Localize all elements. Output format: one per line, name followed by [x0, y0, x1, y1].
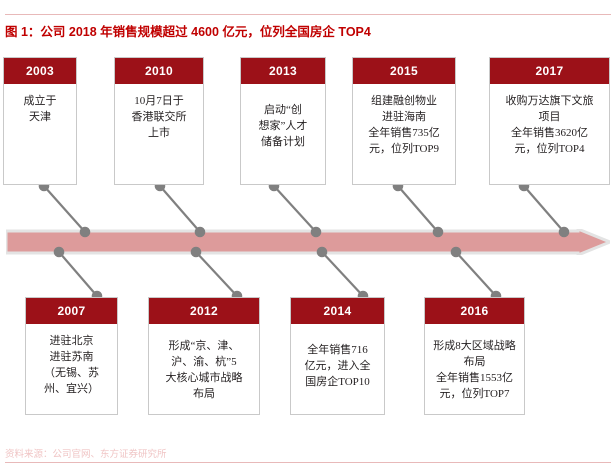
timeline-card-year: 2015: [353, 58, 455, 84]
timeline-card-year: 2016: [425, 298, 524, 324]
timeline-card-2013[interactable]: 2013 启动“创 想家”人才 储备计划: [240, 57, 326, 185]
connector-line-2015: [397, 185, 439, 233]
timeline-card-text: 10月7日于 香港联交所 上市: [131, 95, 187, 139]
connector-line-2017: [523, 185, 565, 233]
timeline-card-year: 2014: [291, 298, 384, 324]
connector-line-2016: [455, 251, 497, 297]
timeline-card-text: 成立于 天津: [23, 95, 57, 123]
timeline-card-2014[interactable]: 2014 全年销售716 亿元，进入全 国房企TOP10: [290, 297, 385, 415]
timeline-card-year: 2012: [149, 298, 259, 324]
connector-line-2010: [159, 185, 201, 233]
timeline-card-2007[interactable]: 2007 进驻北京 进驻苏南 （无锡、苏 州、宜兴）: [25, 297, 118, 415]
timeline-arrow-right: [6, 229, 610, 255]
timeline-card-year: 2013: [241, 58, 325, 84]
footer-divider: [5, 462, 611, 463]
timeline-card-year: 2003: [4, 58, 76, 84]
timeline-card-2012[interactable]: 2012 形成“京、津、 沪、渝、杭”5 大核心城市战略 布局: [148, 297, 260, 415]
timeline-card-text: 组建融创物业 进驻海南 全年销售735亿 元，位列TOP9: [368, 95, 440, 155]
timeline-card-2003[interactable]: 2003 成立于 天津: [3, 57, 77, 185]
timeline-card-text: 进驻北京 进驻苏南 （无锡、苏 州、宜兴）: [44, 335, 99, 395]
connector-line-2007: [58, 251, 98, 297]
timeline-card-2017[interactable]: 2017 收购万达旗下文旅 项目 全年销售3620亿 元，位列TOP4: [489, 57, 610, 185]
timeline-card-text: 形成“京、津、 沪、渝、杭”5 大核心城市战略 布局: [165, 340, 243, 400]
timeline-card-2016[interactable]: 2016 形成8大区域战略 布局 全年销售1553亿 元，位列TOP7: [424, 297, 525, 415]
connector-line-2012: [195, 251, 238, 297]
connector-line-2003: [43, 185, 86, 233]
timeline-card-year: 2007: [26, 298, 117, 324]
source-note: 资料来源：公司官网、东方证券研究所: [5, 449, 167, 460]
timeline-card-text: 全年销售716 亿元，进入全 国房企TOP10: [304, 344, 371, 388]
timeline-card-year: 2010: [115, 58, 203, 84]
connector-line-2014: [321, 251, 364, 297]
timeline-card-2015[interactable]: 2015 组建融创物业 进驻海南 全年销售735亿 元，位列TOP9: [352, 57, 456, 185]
timeline-card-2010[interactable]: 2010 10月7日于 香港联交所 上市: [114, 57, 204, 185]
timeline-card-text: 收购万达旗下文旅 项目 全年销售3620亿 元，位列TOP4: [505, 95, 594, 155]
connector-line-2013: [273, 185, 317, 233]
page-title: 图 1：公司 2018 年销售规模超过 4600 亿元，位列全国房企 TOP4: [5, 25, 371, 39]
figure-title-bar: 图 1：公司 2018 年销售规模超过 4600 亿元，位列全国房企 TOP4: [5, 14, 611, 40]
timeline-card-year: 2017: [490, 58, 609, 84]
timeline-card-text: 形成8大区域战略 布局 全年销售1553亿 元，位列TOP7: [433, 340, 516, 400]
timeline-card-text: 启动“创 想家”人才 储备计划: [258, 104, 308, 148]
